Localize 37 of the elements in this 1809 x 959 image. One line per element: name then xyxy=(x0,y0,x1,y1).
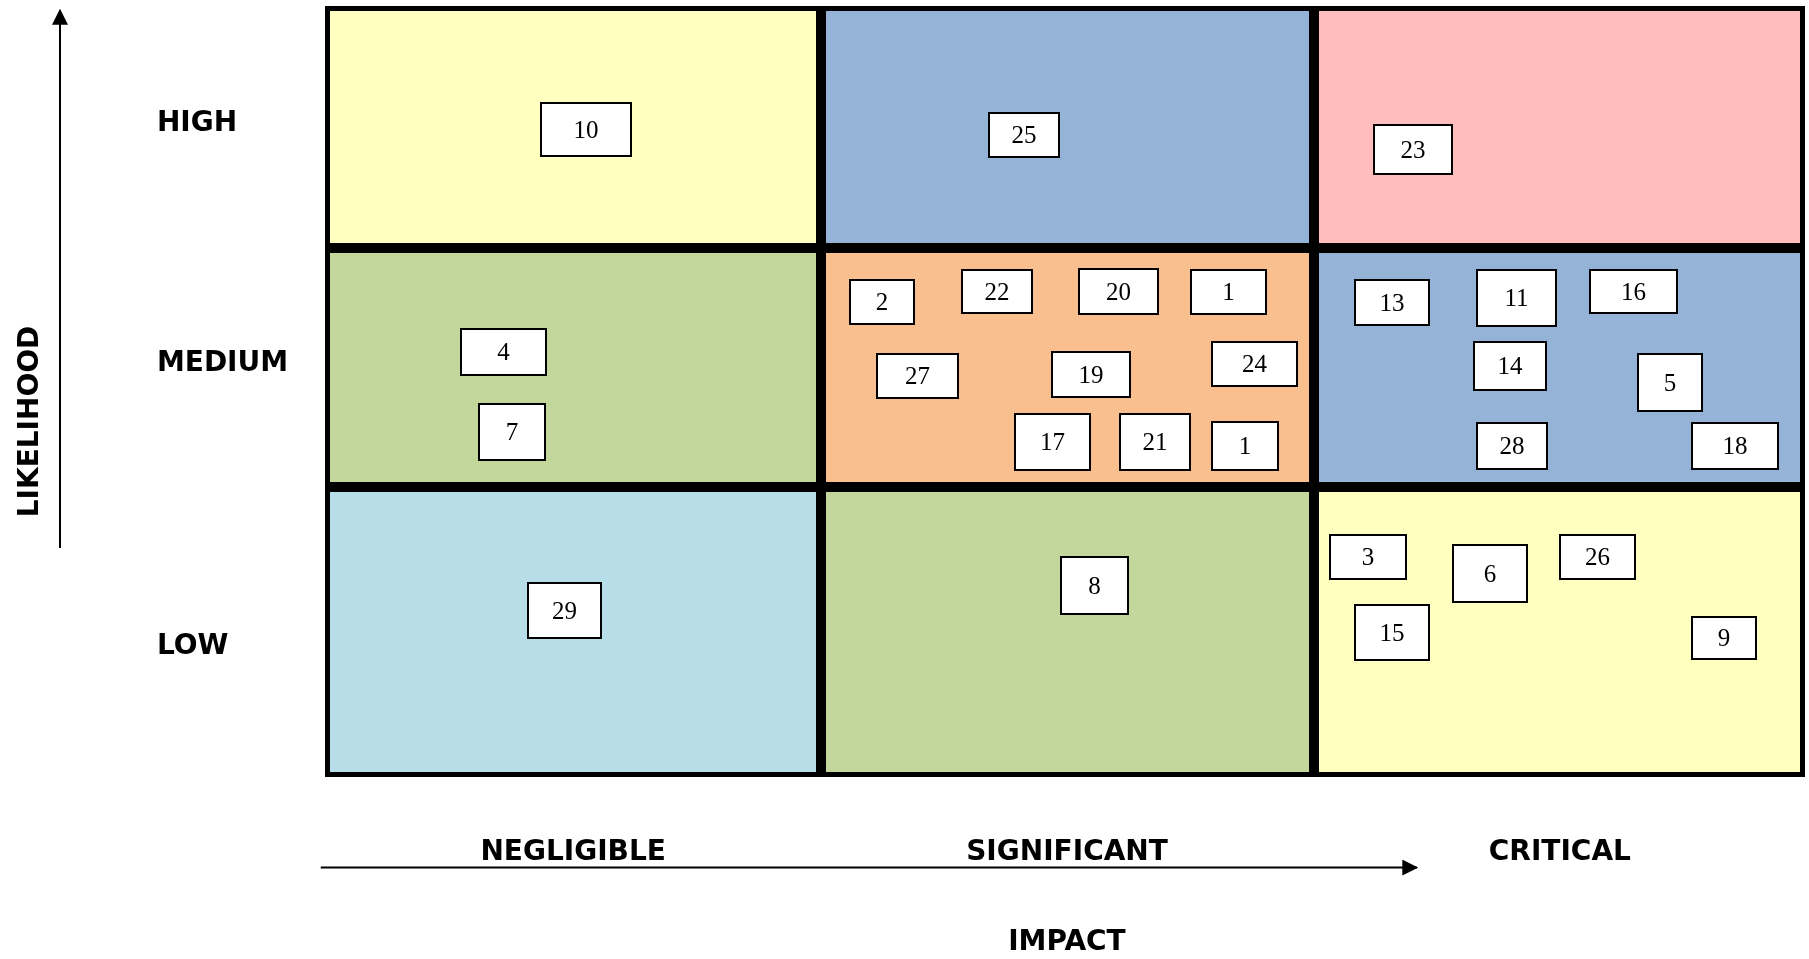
risk-number-box: 10 xyxy=(540,102,632,157)
risk-number-box: 19 xyxy=(1051,351,1131,398)
risk-number-box: 15 xyxy=(1354,604,1430,661)
risk-number-box: 13 xyxy=(1354,279,1430,326)
risk-number-box: 7 xyxy=(478,403,546,461)
risk-number-box: 11 xyxy=(1476,269,1557,327)
risk-number-box: 18 xyxy=(1691,422,1779,470)
risk-number-box: 25 xyxy=(988,112,1060,158)
risk-number-box: 8 xyxy=(1060,556,1129,615)
risk-number-box: 9 xyxy=(1691,616,1757,660)
column-label: SIGNIFICANT xyxy=(966,833,1168,867)
risk-number-box: 1 xyxy=(1211,421,1279,471)
risk-number-box: 24 xyxy=(1211,341,1298,387)
risk-number-box: 26 xyxy=(1559,534,1636,580)
risk-number-box: 29 xyxy=(527,582,602,639)
axis-title: IMPACT xyxy=(1008,923,1126,957)
column-label: CRITICAL xyxy=(1488,833,1631,867)
risk-number-box: 14 xyxy=(1473,341,1547,391)
row-label: LOW xyxy=(156,628,229,662)
risk-number-box: 1 xyxy=(1190,269,1267,315)
row-label: HIGH xyxy=(156,104,238,138)
column-label: NEGLIGIBLE xyxy=(480,833,666,867)
risk-number-box: 16 xyxy=(1589,269,1678,314)
risk-number-box: 4 xyxy=(460,328,547,376)
risk-number-box: 3 xyxy=(1329,534,1407,580)
risk-number-box: 2 xyxy=(849,279,915,325)
row-label: MEDIUM xyxy=(156,344,289,378)
axis-title: LIKELIHOOD xyxy=(12,325,46,517)
risk-number-box: 23 xyxy=(1373,124,1453,175)
risk-number-box: 17 xyxy=(1014,413,1091,471)
risk-number-box: 20 xyxy=(1078,268,1159,315)
risk-number-box: 22 xyxy=(961,269,1033,314)
risk-number-box: 27 xyxy=(876,353,959,399)
risk-number-box: 28 xyxy=(1476,422,1548,470)
risk-number-box: 21 xyxy=(1119,413,1191,471)
risk-number-box: 5 xyxy=(1637,353,1703,412)
risk-number-box: 6 xyxy=(1452,544,1528,603)
